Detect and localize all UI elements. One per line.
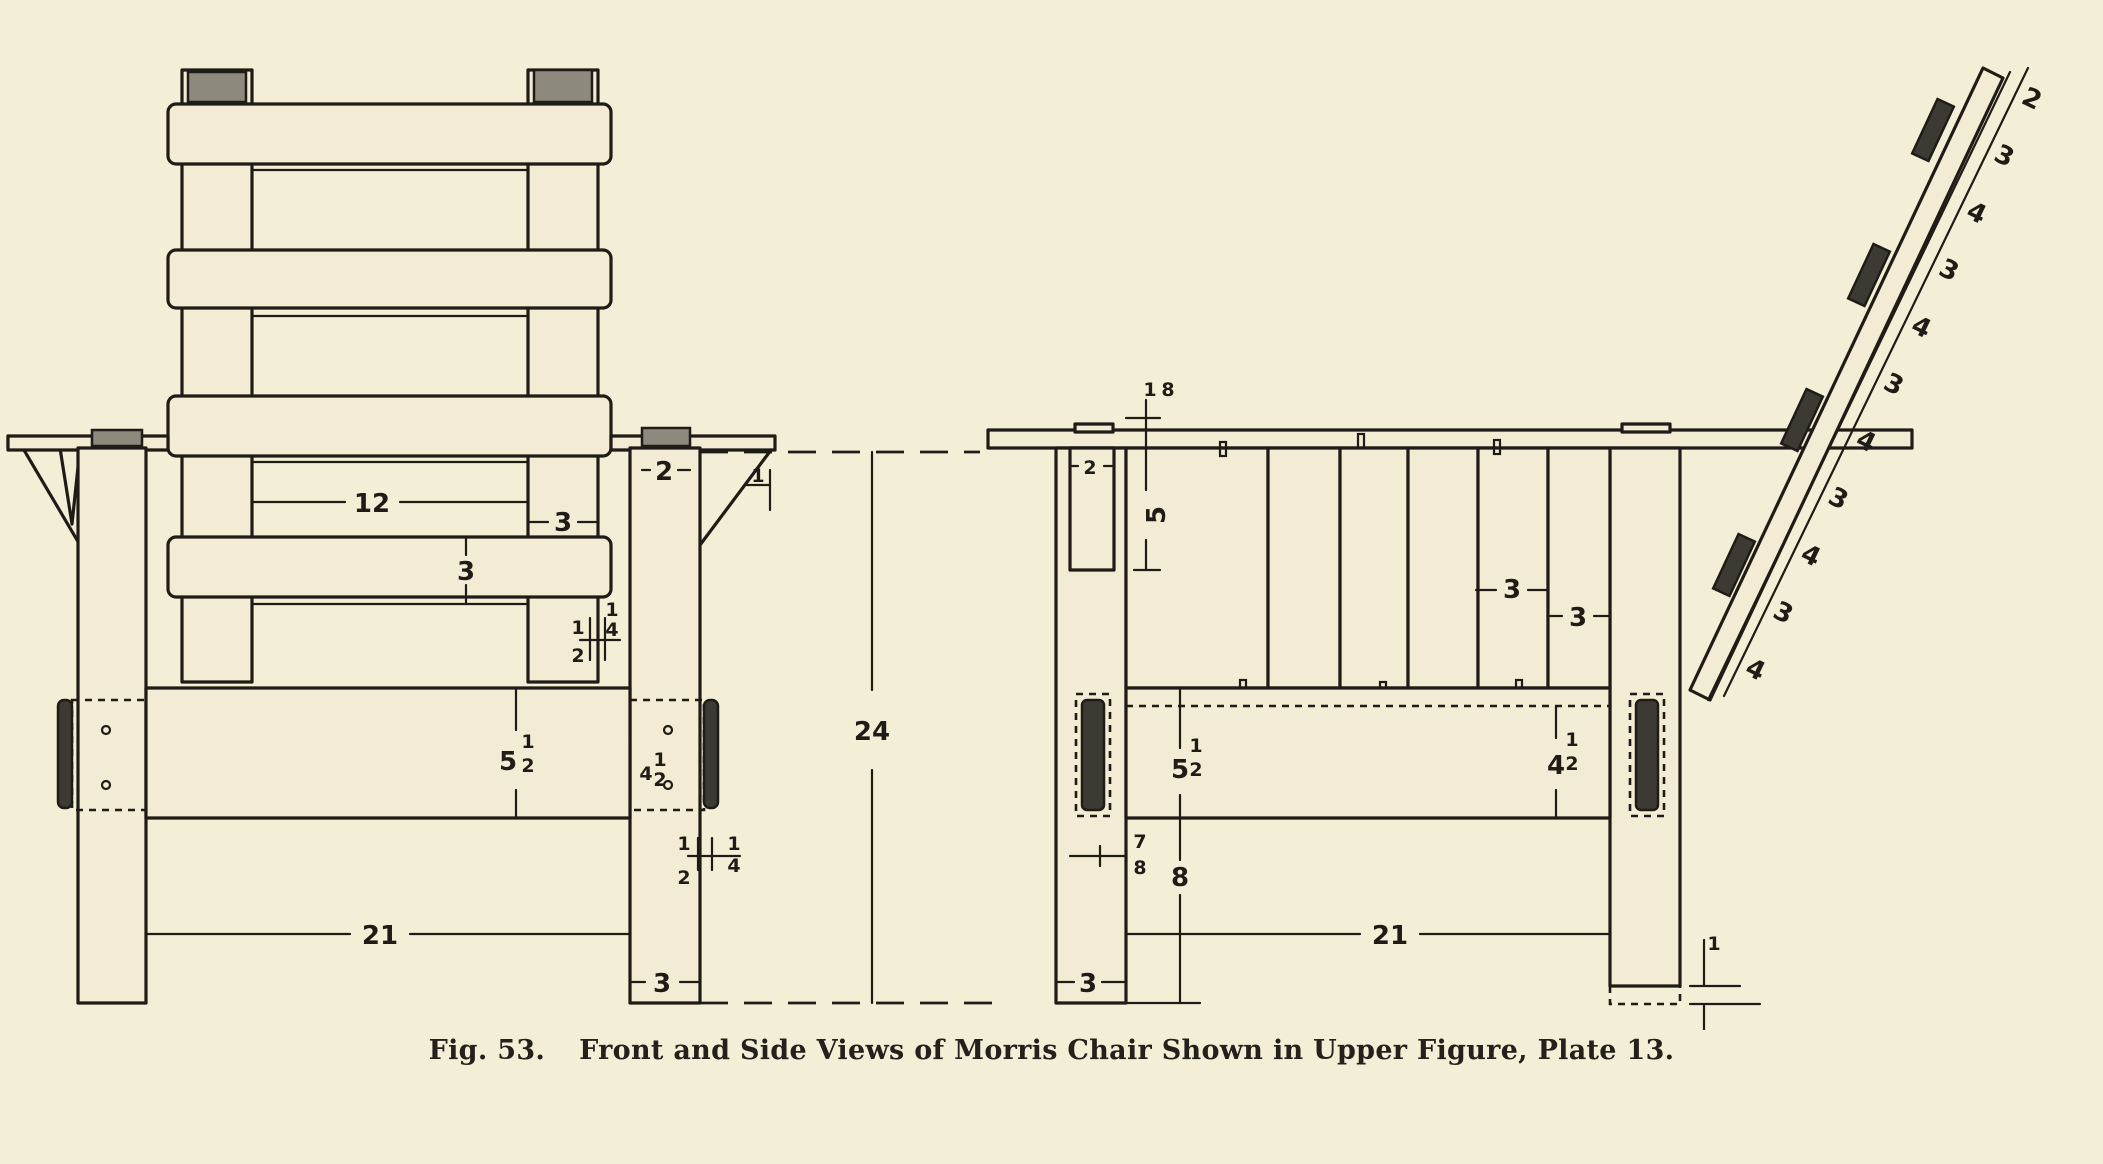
side-arm-block-right (1620, 422, 1672, 434)
back-dim-label: 3 (1934, 253, 1963, 288)
dim-inner-rail-num: 1 (653, 749, 666, 771)
back-slat-3 (166, 394, 613, 458)
bolt-plate-right (702, 698, 720, 810)
dim-half-num: 1 (571, 617, 584, 639)
dim-lower-quarter-den: 4 (727, 855, 740, 877)
back-rail (1688, 66, 2005, 702)
side-dim-floor-clearance: 8 (1171, 863, 1189, 893)
side-seat-rail (1124, 686, 1612, 820)
dim-rail-whole: 5 (499, 747, 517, 777)
side-dim-arm-num: 1 (1143, 379, 1156, 401)
side-bolt-plate-back (1634, 698, 1660, 812)
side-dim-tenon-num: 7 (1133, 831, 1146, 853)
dim-seat-width: 21 (362, 921, 398, 951)
side-dim-seat-depth: 21 (1372, 921, 1408, 951)
dim-lower-half-den: 2 (677, 867, 690, 889)
side-arm (986, 428, 1914, 450)
figure-caption-text: Front and Side Views of Morris Chair Sho… (579, 1035, 1675, 1066)
side-dim-slat-width: 3 (1569, 603, 1587, 633)
side-dim-inner-num: 1 (1565, 729, 1578, 751)
leg-right (628, 446, 702, 1005)
dim-rail-num: 1 (521, 731, 534, 753)
back-dim-label: 4 (1741, 653, 1770, 688)
front-seat-rail (56, 686, 720, 820)
reclining-back (1688, 66, 2012, 702)
front-dimension-labels: 12 3 3 2 5 1 2 4 1 2 21 3 24 1 1 4 1 2 1… (354, 457, 890, 999)
back-dim-label: 4 (1962, 196, 1991, 231)
morris-chair-drawing: 12 3 3 2 5 1 2 4 1 2 21 3 24 1 1 4 1 2 1… (6, 66, 2046, 1030)
front-view: 12 3 3 2 5 1 2 4 1 2 21 3 24 1 1 4 1 2 1… (6, 68, 1000, 1005)
side-dim-rail-den: 2 (1189, 759, 1202, 781)
dim-slat-width: 3 (457, 557, 475, 587)
side-rail (144, 686, 632, 820)
side-view: 2 5 1 8 3 3 5 1 2 4 1 2 8 7 8 21 3 1 4 3 4… (986, 66, 2046, 1030)
back-slat-1 (166, 102, 613, 166)
side-dim-foot-offset: 1 (1707, 933, 1720, 955)
back-slat-2 (166, 248, 613, 310)
side-dim-tenon-depth: 5 (1142, 506, 1172, 524)
side-leg-back (1608, 446, 1682, 988)
back-slat-4 (166, 535, 613, 599)
side-dimension-lines (1054, 398, 1762, 1030)
bolt-plate-left (56, 698, 74, 810)
dim-rail-den: 2 (521, 755, 534, 777)
dim-inner-rail-whole: 4 (639, 763, 652, 785)
front-dimension-lines (144, 450, 1000, 1005)
side-dim-arm-den: 8 (1161, 379, 1174, 401)
side-bolt-plate-front (1080, 698, 1106, 812)
side-arm-block-left (1073, 422, 1115, 434)
dim-half-den: 2 (571, 645, 584, 667)
dim-leg-width: 3 (653, 969, 671, 999)
side-dim-tenon-den: 8 (1133, 857, 1146, 879)
back-dim-line (1722, 66, 2030, 698)
side-dim-rail-whole: 5 (1171, 755, 1189, 785)
dim-arm-post: 2 (655, 457, 673, 487)
dim-inner-rail-den: 2 (653, 769, 666, 791)
side-dim-rail-num: 1 (1189, 735, 1202, 757)
side-dim-slat-spacing: 3 (1503, 575, 1521, 605)
side-dimension-labels: 2 5 1 8 3 3 5 1 2 4 1 2 8 7 8 21 3 1 (1079, 379, 1721, 999)
back-dim-label: 4 (1796, 539, 1825, 574)
dim-lower-quarter-num: 1 (727, 833, 740, 855)
back-post-right-top (532, 68, 594, 104)
leg-left (76, 446, 148, 1005)
side-dim-inner-whole: 4 (1547, 751, 1565, 781)
dim-quarter-den: 4 (605, 619, 618, 641)
dim-back-opening: 12 (354, 489, 390, 519)
side-dim-inner-den: 2 (1565, 753, 1578, 775)
dim-arm-thickness: 1 (751, 465, 764, 487)
dim-back-post: 3 (554, 508, 572, 538)
figure-number: Fig. 53. (428, 1035, 546, 1066)
dim-overall-height: 24 (854, 717, 890, 747)
side-dim-leg-width: 3 (1079, 969, 1097, 999)
back-dim-label: 3 (1989, 139, 2018, 174)
back-dim-label: 3 (1768, 596, 1797, 631)
arm-bolt-right (640, 426, 692, 448)
side-dim-arm-rail: 2 (1083, 457, 1096, 479)
front-arms (6, 426, 777, 547)
dim-quarter-num: 1 (605, 599, 618, 621)
back-dim-label: 2 (2017, 82, 2046, 117)
figure-caption: Fig. 53. Front and Side Views of Morris C… (0, 1035, 2103, 1066)
back-post-left-top (186, 70, 248, 104)
back-dim-label: 3 (1879, 367, 1908, 402)
side-arm-tenon (1068, 446, 1116, 572)
side-slats (1124, 446, 1612, 690)
arm-bolt-left (90, 428, 144, 448)
dim-lower-half-num: 1 (677, 833, 690, 855)
back-dim-label: 3 (1824, 482, 1853, 517)
front-legs (76, 446, 702, 1005)
back-dim-label: 4 (1906, 310, 1935, 345)
front-back-slats (166, 102, 613, 606)
